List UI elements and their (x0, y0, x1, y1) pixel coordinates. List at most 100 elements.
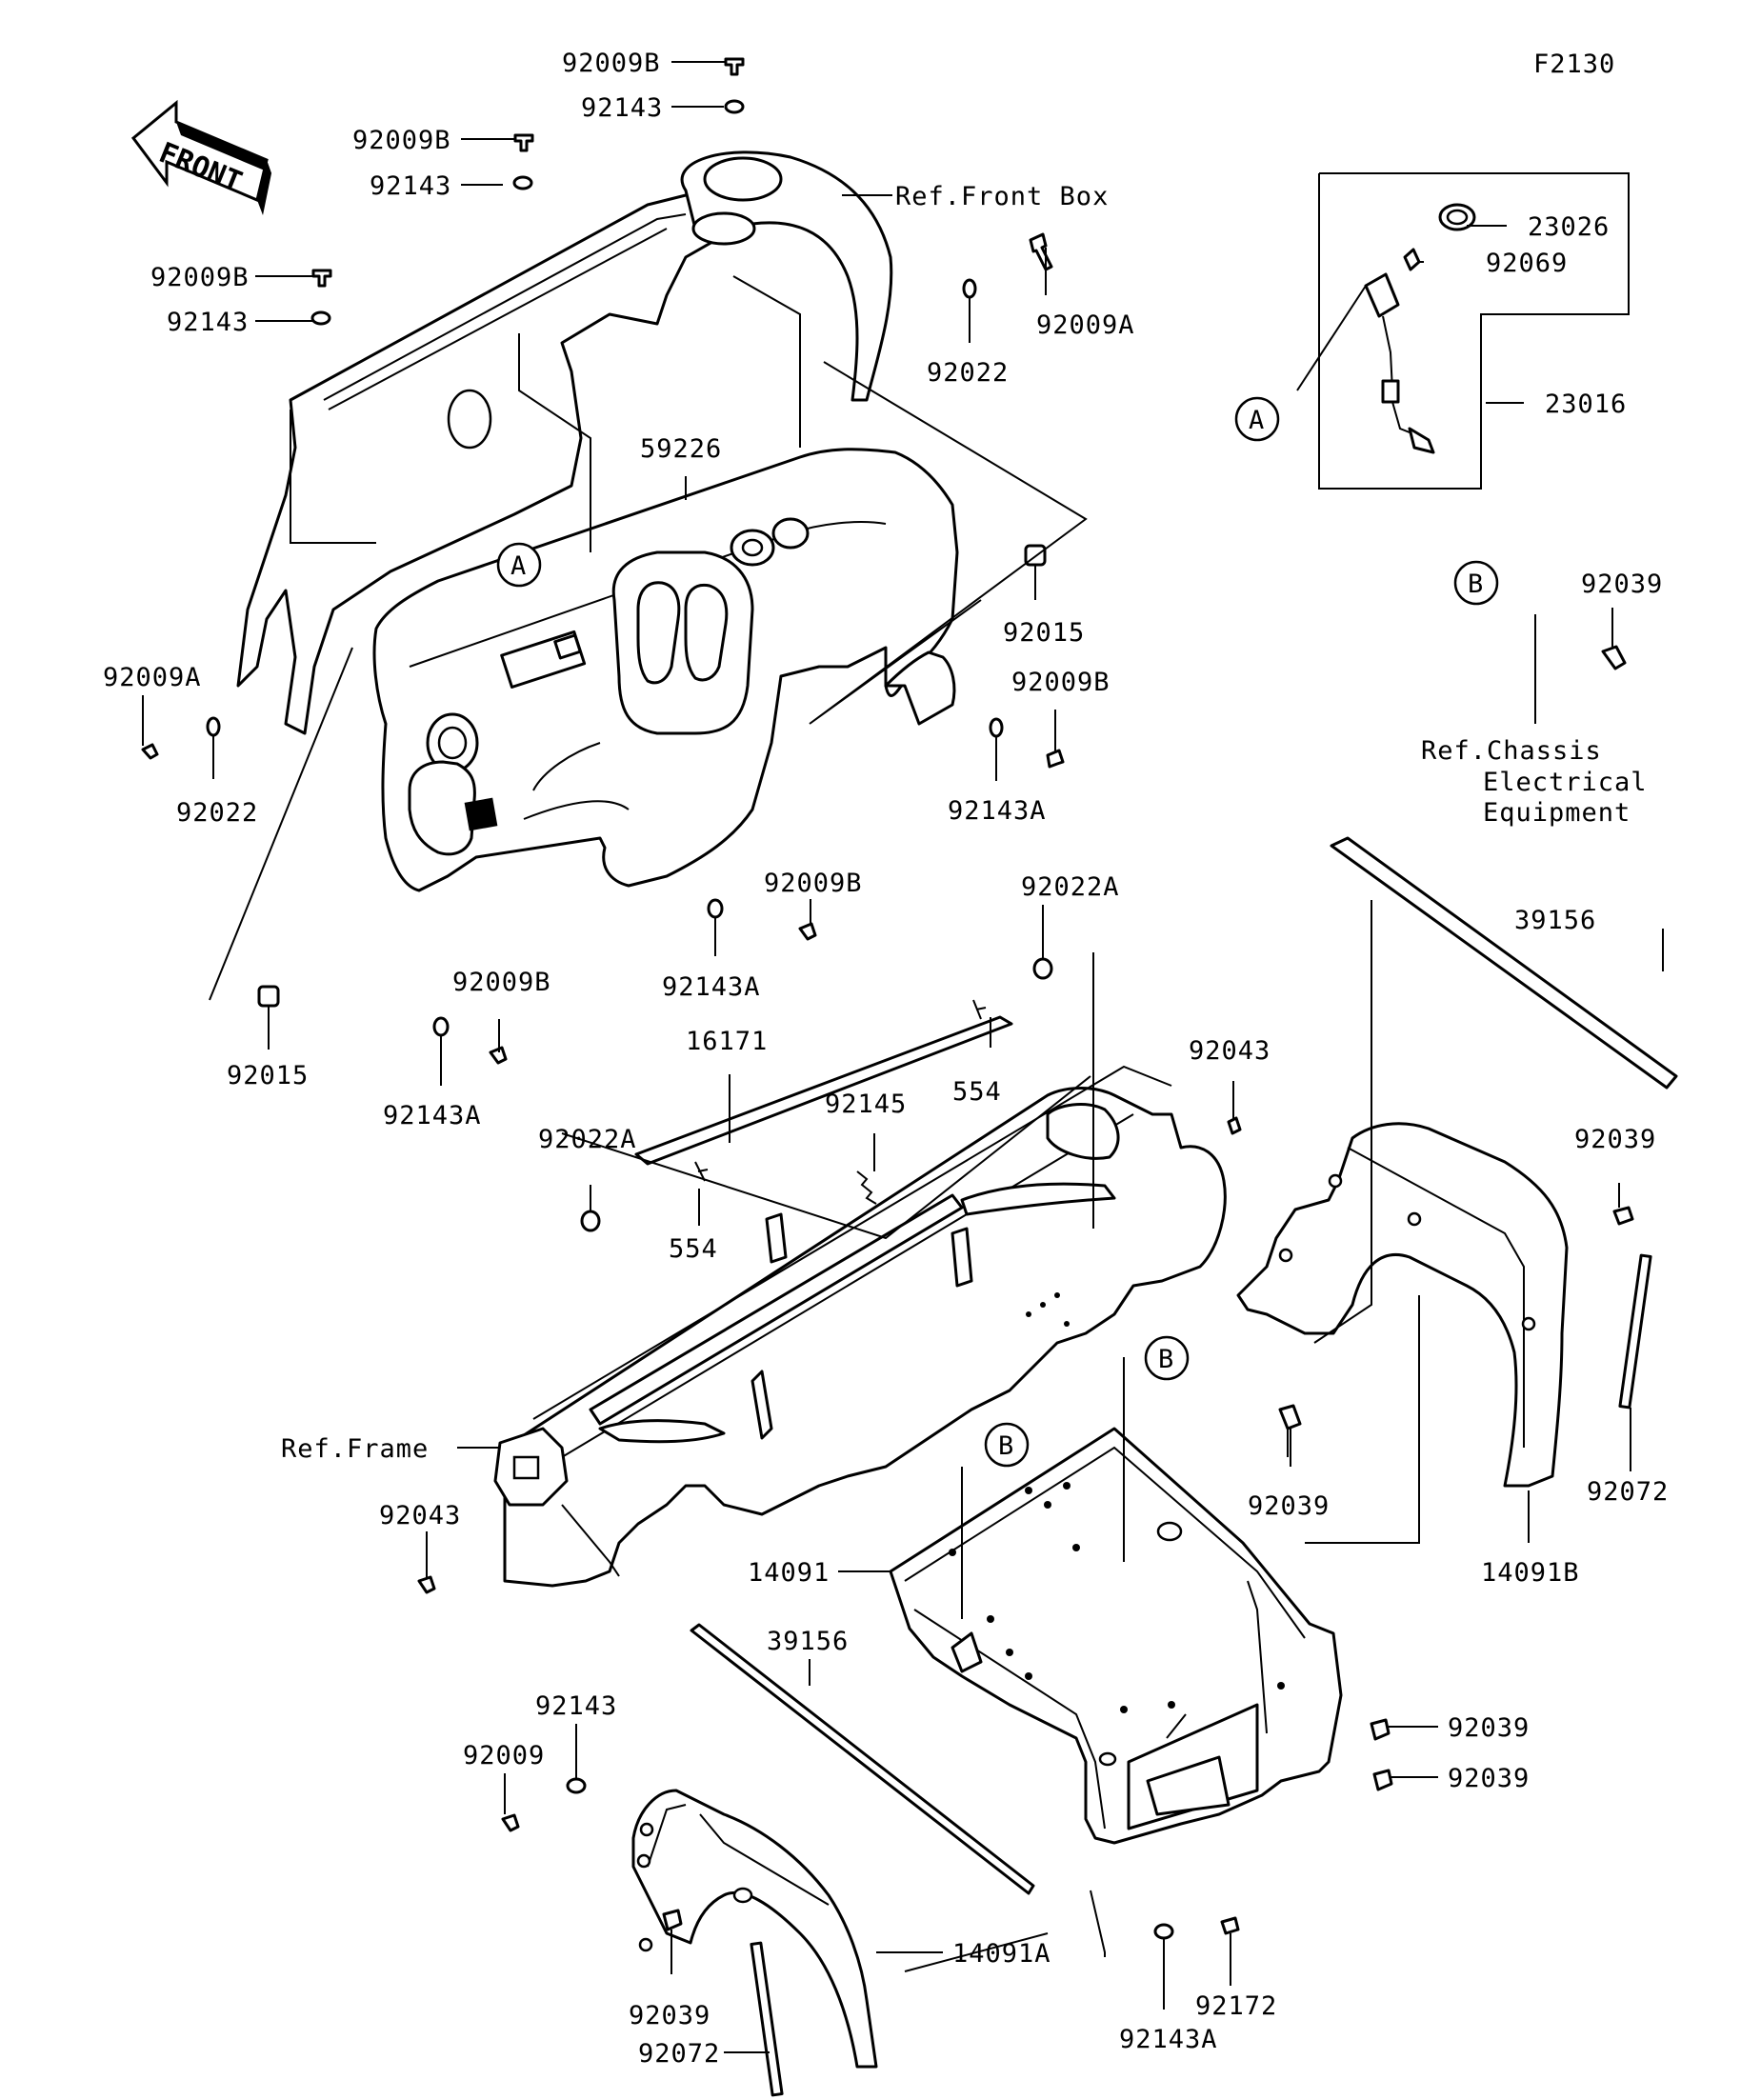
bolt-icon (1046, 749, 1065, 769)
nut-icon (432, 1016, 450, 1037)
nut-icon (724, 99, 745, 114)
fasteners (141, 57, 1634, 1940)
callout-label: 92043 (1189, 1036, 1271, 1066)
bolt-icon (1227, 1116, 1242, 1135)
reference-circle-a: A (496, 542, 542, 588)
callout-label: 92043 (379, 1501, 461, 1530)
callout-labels: 92009B 92143 92009B 92143 92009B 92143 R… (103, 49, 1669, 2069)
trim-strip-upper (1330, 836, 1678, 1090)
callout-label: 554 (669, 1234, 718, 1264)
callout-label: 92172 (1195, 1991, 1277, 2021)
callout-label: 92143 (167, 308, 249, 337)
fender-14091b (1236, 1122, 1569, 1488)
callout-label: 92015 (1003, 618, 1085, 648)
callout-label: 92143A (948, 796, 1047, 826)
callout-label: 16171 (686, 1027, 768, 1056)
reference-circle-b: B (984, 1422, 1030, 1468)
callout-label: 92069 (1486, 249, 1568, 278)
callout-label: Equipment (1483, 798, 1631, 828)
push-clip-icon (1372, 1769, 1393, 1791)
nut-icon (512, 175, 533, 190)
callout-label: 92022A (1021, 872, 1120, 902)
bolt-icon (1029, 232, 1053, 271)
callout-label: 554 (952, 1077, 1002, 1107)
bolt-icon (798, 922, 817, 941)
svg-text:A: A (510, 551, 527, 581)
callout-label: 14091B (1481, 1558, 1580, 1588)
callout-label: 92009B (452, 968, 551, 997)
push-clip-icon (1278, 1404, 1302, 1430)
callout-label: 92009A (103, 663, 202, 692)
callout-label: 92009 (463, 1741, 545, 1770)
grommet-icon (257, 985, 280, 1008)
washer-icon (580, 1210, 601, 1232)
callout-label: 92039 (1581, 570, 1663, 599)
trim-strip-lower (690, 1623, 1035, 1895)
nut-icon (707, 898, 724, 919)
push-clip-icon (1612, 1206, 1634, 1226)
reference-circle-a: A (1234, 396, 1280, 442)
callout-label: 39156 (767, 1627, 849, 1656)
washer-icon (989, 717, 1004, 738)
callout-label: 92009B (1011, 668, 1111, 697)
nut-icon (310, 310, 331, 326)
reference-circle-b: B (1453, 560, 1499, 606)
nut-icon (566, 1777, 587, 1794)
callout-label: 92143 (370, 171, 451, 201)
push-clip-icon (1370, 1718, 1391, 1741)
callout-label: 92039 (1574, 1125, 1656, 1154)
fender-14091a (631, 1789, 878, 2069)
clip-icon (694, 1161, 709, 1182)
callout-label: 92072 (638, 2039, 720, 2069)
callout-label: Ref.Chassis (1421, 736, 1602, 766)
callout-label: 92009A (1036, 310, 1135, 340)
floor-panel-14091 (889, 1427, 1343, 1845)
bolt-icon (724, 57, 745, 76)
callout-label: 92143A (1119, 2025, 1218, 2054)
callout-label: 92143 (535, 1691, 617, 1721)
callout-label: 92039 (1248, 1491, 1330, 1521)
bolt-icon (417, 1575, 436, 1594)
bolt-icon (311, 269, 332, 288)
callout-label: 14091A (952, 1939, 1051, 1969)
callout-label: 92022 (927, 358, 1009, 388)
reference-circle-b: B (1144, 1335, 1190, 1381)
push-clip-icon (662, 1909, 683, 1931)
callout-label: 92022A (538, 1125, 637, 1154)
frame-assembly (493, 1065, 1227, 1588)
bolt-icon (1220, 1916, 1240, 1935)
callout-label: 92039 (629, 2001, 710, 2030)
callout-label: 59226 (640, 434, 722, 464)
callout-label: 92143A (662, 972, 761, 1002)
callout-label: 14091 (748, 1558, 830, 1588)
callout-label: 92009B (352, 126, 451, 155)
washer-icon (206, 716, 221, 737)
svg-text:A: A (1249, 406, 1265, 435)
callout-label: Ref.Frame (281, 1434, 429, 1464)
bolt-icon (501, 1813, 520, 1832)
spring-icon (856, 1170, 877, 1205)
push-clip-icon (1601, 645, 1627, 670)
svg-text:B: B (1468, 570, 1484, 599)
washer-icon (1153, 1923, 1174, 1940)
callout-label: 39156 (1514, 906, 1596, 935)
washer-icon (962, 278, 977, 299)
leader-lines (142, 61, 1664, 2053)
callout-label: 92039 (1448, 1764, 1530, 1793)
bolt-icon (141, 743, 159, 760)
callout-label: 23026 (1528, 212, 1610, 242)
callout-label: 92009B (562, 49, 661, 78)
svg-text:B: B (1158, 1345, 1174, 1374)
dash-panel-assembly (236, 150, 959, 892)
callout-label: 92022 (176, 798, 258, 828)
callout-label: 92143 (581, 93, 663, 123)
clip-strip-left (750, 1941, 784, 2097)
clip-icon (972, 999, 987, 1020)
callout-label: 92143A (383, 1101, 482, 1130)
callout-label: 92015 (227, 1061, 309, 1090)
callout-label: 92072 (1587, 1477, 1669, 1507)
clip-strip-right (1618, 1253, 1652, 1410)
callout-label: Electrical (1483, 768, 1648, 797)
